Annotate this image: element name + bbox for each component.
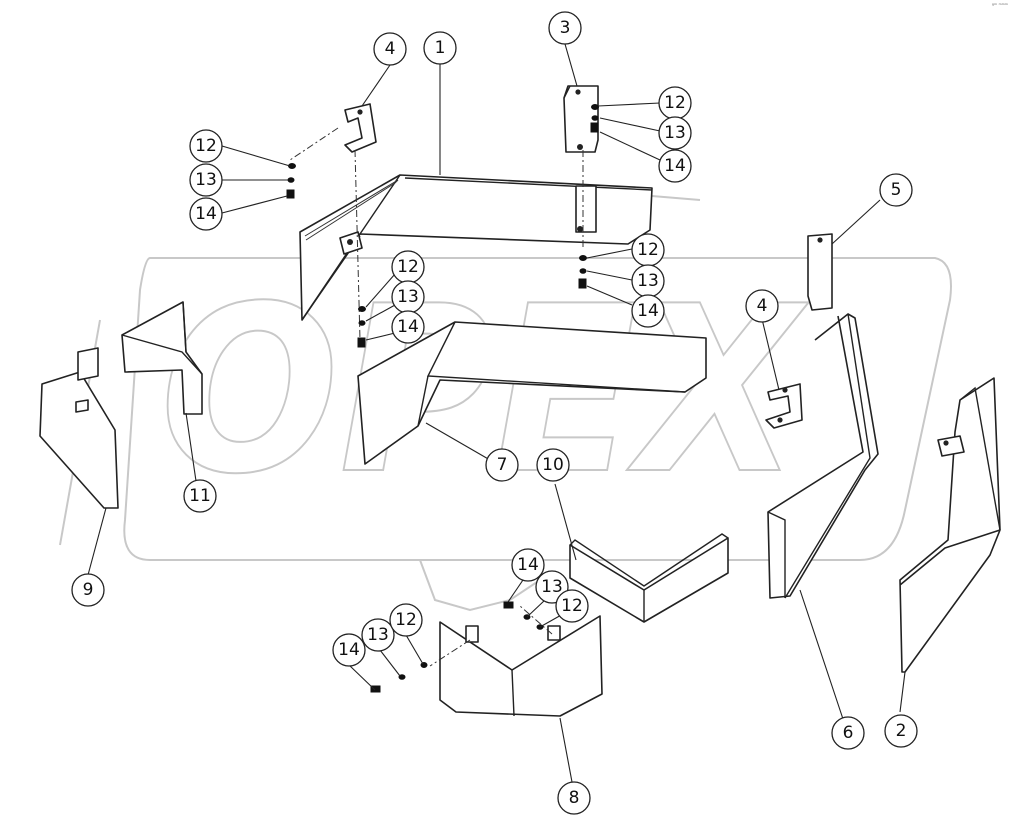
callout-1: 1 [423, 31, 457, 65]
callout-label: 13 [397, 287, 419, 307]
callout-4: 4 [745, 289, 779, 323]
watermark-logo: OPEX [59, 188, 952, 612]
hardware-fasteners [286, 104, 599, 693]
callout-label: 14 [397, 317, 419, 337]
callout-label: 12 [637, 240, 659, 260]
callout-label: 8 [569, 788, 580, 808]
callout-label: 14 [664, 156, 686, 176]
callout-label: 3 [560, 18, 571, 38]
part-10-l-block [569, 533, 729, 623]
callout-label: 7 [497, 455, 508, 475]
callout-label: 12 [561, 596, 583, 616]
callout-label: 14 [517, 555, 539, 575]
callout-8: 8 [557, 781, 591, 815]
part-4-bracket-top [289, 103, 377, 341]
callout-10: 10 [536, 448, 570, 482]
callout-label: 1 [435, 38, 446, 58]
part-2-side-panel [899, 377, 1001, 673]
callout-12: 12 [389, 603, 423, 637]
callouts: 4 1 3 12 13 14 12 13 14 5 12 13 14 12 13… [71, 11, 918, 815]
callout-label: 13 [541, 577, 563, 597]
callout-14: 14 [658, 149, 692, 183]
callout-14: 14 [631, 294, 665, 328]
callout-14: 14 [511, 548, 545, 582]
callout-label: 5 [891, 180, 902, 200]
callout-2: 2 [884, 714, 918, 748]
callout-label: 14 [195, 204, 217, 224]
callout-4: 4 [373, 32, 407, 66]
callout-14: 14 [189, 197, 223, 231]
callout-label: 13 [637, 271, 659, 291]
callout-label: 12 [395, 610, 417, 630]
callout-label: 13 [367, 625, 389, 645]
callout-9: 9 [71, 573, 105, 607]
callout-12: 12 [658, 86, 692, 120]
callout-7: 7 [485, 448, 519, 482]
callout-3: 3 [548, 11, 582, 45]
part-5-bracket [807, 233, 833, 311]
callout-label: 4 [385, 39, 396, 59]
callout-label: 12 [397, 257, 419, 277]
callout-label: 14 [338, 640, 360, 660]
callout-label: 4 [757, 296, 768, 316]
part-9-side-panel [39, 347, 119, 509]
part-11-l-block [121, 301, 203, 415]
callout-label: 10 [542, 455, 564, 475]
callout-label: 6 [843, 723, 854, 743]
watermark-text: OPEX [160, 258, 809, 525]
callout-14: 14 [332, 633, 366, 667]
callout-label: 11 [189, 486, 211, 506]
callout-11: 11 [183, 479, 217, 513]
callout-label: 12 [195, 136, 217, 156]
callout-12: 12 [631, 233, 665, 267]
callout-12: 12 [555, 589, 589, 623]
callout-label: 12 [664, 93, 686, 113]
callout-13: 13 [189, 163, 223, 197]
callout-13: 13 [391, 280, 425, 314]
callout-12: 12 [391, 250, 425, 284]
part-6-long-panel [767, 313, 879, 599]
callout-label: 14 [637, 301, 659, 321]
callout-label: 13 [664, 123, 686, 143]
part-4-bracket-right [765, 383, 803, 429]
callout-6: 6 [831, 716, 865, 750]
callout-13: 13 [658, 116, 692, 150]
callout-13: 13 [631, 264, 665, 298]
part-1-top-panel [299, 174, 653, 321]
part-8-bottom-panel [429, 605, 603, 717]
part-3-bracket [563, 85, 599, 250]
part-7-center-panel [357, 321, 707, 465]
callout-label: 2 [896, 721, 907, 741]
corner-mark: ᵍᵐ ᵐᵐᵐ [991, 3, 1008, 9]
callout-label: 13 [195, 170, 217, 190]
callout-label: 9 [83, 580, 94, 600]
callout-12: 12 [189, 129, 223, 163]
callout-13: 13 [361, 618, 395, 652]
callout-14: 14 [391, 310, 425, 344]
callout-5: 5 [879, 173, 913, 207]
